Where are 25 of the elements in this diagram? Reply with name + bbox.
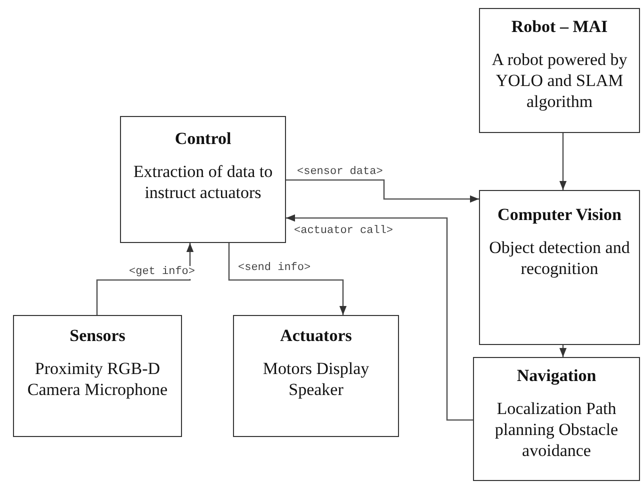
- process-box: [479, 8, 640, 133]
- box-heading: Navigation: [516, 366, 596, 386]
- box-heading: Control: [174, 129, 232, 149]
- box-description: Object detection and recognition: [488, 237, 631, 279]
- process-box: [13, 315, 182, 437]
- arrow: [559, 133, 567, 190]
- box-heading: Computer Vision: [498, 205, 622, 225]
- box-heading: Robot – MAI: [511, 17, 608, 37]
- arrow: [286, 214, 473, 421]
- box-heading: Sensors: [70, 326, 126, 346]
- arrow: [559, 345, 567, 357]
- process-box: [233, 315, 399, 437]
- box-description: Extraction of data to instruct actuators: [132, 161, 274, 203]
- box-description: Localization Path planning Obstacle avoidance: [494, 398, 620, 461]
- box-description: Proximity RGB-D Camera Microphone: [26, 358, 169, 400]
- box-heading: Actuators: [280, 326, 352, 346]
- process-box: [473, 357, 640, 481]
- arrow: [228, 243, 347, 315]
- arrow: [286, 179, 479, 203]
- process-box: [120, 116, 286, 243]
- process-box: [479, 190, 640, 345]
- arrow: [96, 243, 194, 315]
- box-description: Motors Display Speaker: [262, 358, 370, 400]
- box-description: A robot powered by YOLO and SLAM algorithm: [490, 49, 628, 112]
- edge-label: <get info>: [128, 266, 196, 279]
